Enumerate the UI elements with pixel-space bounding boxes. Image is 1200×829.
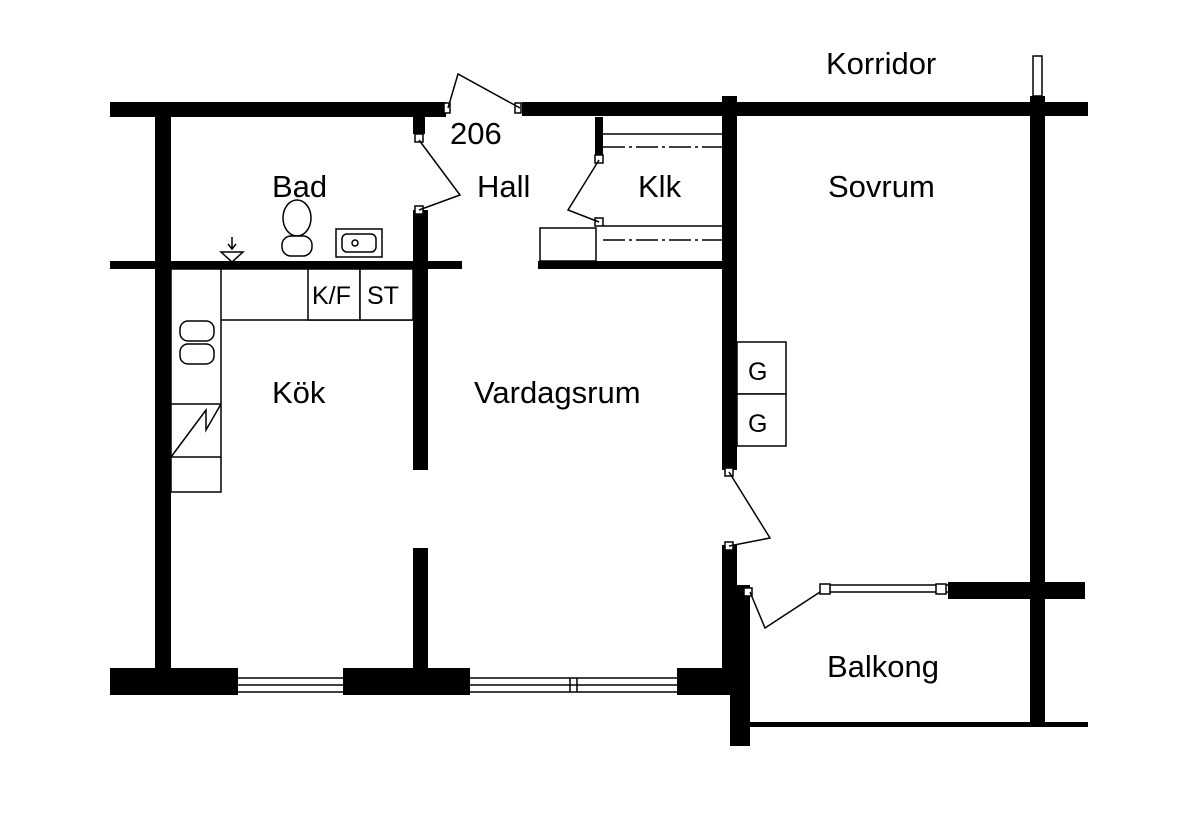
closet-door — [566, 154, 604, 227]
balcony-label: Balkong — [827, 649, 939, 684]
bedroom-balcony-wall — [948, 582, 1085, 599]
hall-label: Hall — [477, 169, 530, 204]
wardrobe-top — [736, 341, 787, 395]
bath-kitchen-partition — [110, 261, 462, 269]
bottom-wall-mid — [343, 668, 470, 695]
dishwasher-icon — [170, 403, 222, 458]
stove — [359, 268, 414, 321]
bedroom-label: Sovrum — [828, 169, 935, 204]
unit-number: 206 — [450, 116, 502, 151]
labels: Korridor 206 Bad Hall Klk Sovrum Kök Var… — [272, 46, 939, 684]
kitchen-fixtures — [170, 268, 414, 493]
top-wall-left — [110, 102, 446, 117]
kitchen-sink-icon — [179, 320, 215, 365]
bathroom-fixtures — [219, 199, 383, 264]
bottom-wall-left — [110, 668, 238, 695]
closet-label: Klk — [638, 169, 682, 204]
fridge-freezer — [307, 268, 361, 321]
floor-drain-icon — [219, 237, 245, 264]
wardrobe-bottom — [736, 393, 787, 447]
kitchen-living-stub — [413, 548, 428, 670]
hall-wall — [413, 210, 428, 470]
corridor-label: Korridor — [826, 46, 936, 81]
closet-bottom-wall — [538, 261, 730, 269]
wardrobe-bottom-label: G — [748, 410, 767, 438]
fridge-freezer-label: K/F — [312, 282, 351, 310]
balcony-window — [819, 583, 948, 595]
living-bedroom-wall — [722, 96, 737, 470]
balcony-rail — [750, 722, 1088, 727]
windows — [238, 55, 1043, 693]
right-wall — [1030, 96, 1045, 724]
left-wall — [155, 102, 171, 670]
top-wall-right — [522, 102, 1088, 116]
stove-label: ST — [367, 282, 399, 310]
kitchen-label: Kök — [272, 375, 326, 410]
bathroom-door — [414, 133, 462, 215]
sink-icon — [335, 228, 383, 258]
top-wall-door-jamb — [413, 102, 425, 134]
entrance-door — [443, 72, 522, 114]
closet-wall-left-top — [595, 117, 603, 157]
living-window — [470, 677, 677, 693]
wardrobes — [736, 341, 787, 447]
toilet-icon — [281, 199, 313, 257]
bathroom-label: Bad — [272, 169, 327, 204]
corridor-vent — [1032, 55, 1043, 97]
doors — [414, 72, 821, 630]
walls — [110, 96, 1088, 746]
kitchen-counter-side — [170, 268, 222, 493]
closet-shelves — [539, 133, 722, 262]
living-room-label: Vardagsrum — [474, 375, 641, 410]
balcony-door — [743, 587, 821, 630]
balcony-left-wall — [730, 585, 750, 746]
wardrobe-top-label: G — [748, 358, 767, 386]
closet-cabinet — [539, 227, 597, 262]
kitchen-window — [238, 677, 343, 693]
bedroom-door — [724, 467, 772, 551]
